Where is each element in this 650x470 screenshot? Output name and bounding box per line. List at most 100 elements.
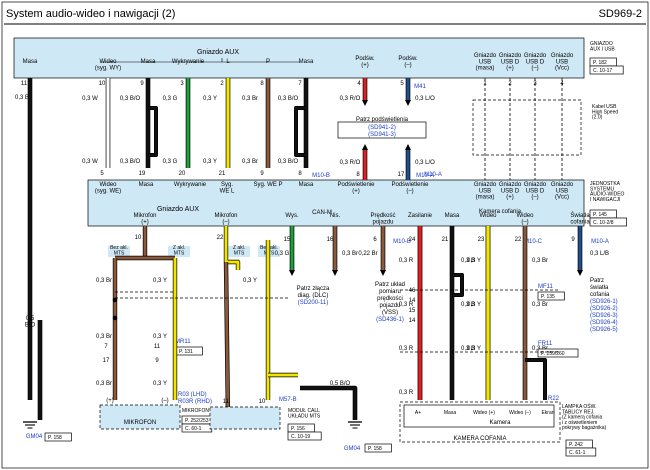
ground-2-wire: 0,5 B/O	[330, 381, 351, 387]
aux-usb-box	[13, 37, 585, 79]
splice-ref-box	[337, 121, 427, 139]
illum-minus-arrow-bot	[405, 144, 411, 150]
unit-bottom-label-2: Wys.	[285, 213, 299, 219]
camera-outer-box	[399, 401, 561, 443]
mf11-ref	[537, 291, 565, 301]
amp-pin-num-0: 4	[357, 81, 361, 87]
wire-label-top-6: 0,3 B/O	[278, 96, 299, 102]
aux-usb-ref-c-text: C. 10-17	[593, 68, 612, 74]
ground-1-name: GM04	[26, 434, 43, 440]
can-see-0: Patrz złącza	[297, 286, 330, 292]
mts-ref-c-text: C. 10-19	[291, 434, 310, 440]
cam-yellow-label-2: 0,3 Y	[467, 346, 481, 352]
mid-pin-1: 5	[100, 171, 104, 177]
can-see-2: (SD200-11)	[298, 300, 329, 306]
mic-pin-7: 7	[104, 344, 108, 350]
illum-plus-wire-bot: 0,3 R/O	[340, 160, 361, 166]
can-high-pin: 15	[284, 237, 291, 243]
mts-bg-1	[108, 246, 130, 257]
unit-top-label-0: Wideo(syg. WE)	[95, 182, 121, 194]
vss-see-1: pomiaru	[379, 289, 401, 295]
vss-see-4: (VSS)	[382, 310, 398, 316]
mic-wire-l3: 0,3 Br	[96, 381, 112, 387]
camera-name: Kamera	[489, 420, 511, 426]
cam-pin-21: 21	[442, 237, 449, 243]
wire-label-top-3: 0,3 G	[163, 96, 178, 102]
cam-black-label-0: 0,3 B	[461, 258, 475, 264]
ground-2-ref	[364, 443, 392, 453]
mts-bg-3	[228, 246, 250, 257]
mts-ref-c	[287, 431, 322, 441]
conn-mf11: MF11	[538, 284, 554, 290]
wire-mic-minus-a	[224, 226, 240, 270]
conn-m10b-bottom: M10-B	[393, 239, 411, 245]
conn-r03-lhd: R03 (LHD)	[178, 392, 207, 398]
unit-top-label-7: Podświetlenie(–)	[391, 182, 429, 194]
reverse-see-0: Patrz	[590, 278, 604, 284]
aux-pin-label-3: Wykrywanie	[172, 59, 205, 65]
mic-ref-p-text: P. 252/253	[185, 418, 209, 424]
conn-fr11: FR11	[538, 341, 553, 347]
unit-bottom-label-7: Wideo	[479, 213, 497, 219]
illum-plus-pin: 8	[356, 172, 360, 178]
mic-wire-l2: 0,3 Br	[96, 334, 112, 340]
can-low-wire: 0,3 Br	[342, 251, 358, 257]
mic-wire-r4: 0,3 Y	[153, 381, 167, 387]
mid-pin-3: 20	[179, 171, 186, 177]
mid-pin-6: 8	[298, 171, 302, 177]
mic-box	[99, 404, 181, 430]
vss-see-2: prędkości	[377, 296, 403, 302]
aux-pin-num-3: 3	[180, 81, 184, 87]
mts-label-3: Z akl.MTS	[233, 245, 245, 256]
illum-minus-pin: 17	[398, 172, 405, 178]
mic-wire-r1: 0,3 Y	[153, 278, 167, 284]
conn-m10a-top: M10-A	[416, 173, 434, 179]
unit-top-label-4: Syg. WE P	[253, 182, 282, 188]
ground-2-ref-text: P. 158	[368, 446, 382, 452]
mic-title: MIKROFON	[182, 408, 209, 414]
can-high-arrow	[289, 270, 295, 276]
unit-top-label-5: Masa	[299, 182, 314, 188]
shield-loop-2	[294, 106, 306, 157]
cam-yellow-label-0: 0,3 Y	[467, 258, 481, 264]
mic-ref-c-text: C. 60-1	[185, 426, 202, 432]
cam-pin-24: 24	[409, 237, 416, 243]
ground-1-ref	[44, 432, 72, 442]
wire-label-top-5: 0,3 Br	[242, 96, 258, 102]
mic-pin-17: 17	[103, 358, 110, 364]
unit-bottom-label-6: Masa	[445, 213, 460, 219]
unit-bottom-label-3: Nis.	[330, 213, 341, 219]
reverse-pin: 9	[571, 237, 575, 243]
camera-pin-2: Wideo (+)	[473, 410, 495, 416]
unit-ref-p-text: P. 145	[593, 212, 607, 218]
splice-mic-1	[112, 297, 118, 303]
shield-loop-1	[148, 106, 158, 157]
ground-1-ref-text: P. 158	[48, 435, 62, 441]
unit-top-label-6: Podświetlenie(+)	[337, 182, 375, 194]
mic-pin-minus-label: (–)	[161, 398, 168, 404]
cam-pin-23: 23	[478, 237, 485, 243]
camera-group-label: Kamera cofania	[479, 209, 522, 215]
reverse-see-6: (SD926-4)	[590, 320, 618, 326]
ground-2-name: GM04	[344, 446, 361, 452]
camera-pin-4: Ekran	[541, 410, 554, 416]
conn-r22: R22	[548, 396, 560, 402]
illum-plus-arrow-top	[362, 100, 368, 106]
vss-wire: 0,22 Br	[358, 251, 377, 257]
cam-red-label-0: 0,3 R	[399, 258, 414, 264]
wire-label-0: 0,3 B	[15, 95, 29, 101]
camera-ref-p-text: P. 242	[569, 442, 583, 448]
cam-pin-row-1: 14	[409, 298, 416, 304]
splice-ref-1: (SD941-2)	[368, 125, 396, 131]
